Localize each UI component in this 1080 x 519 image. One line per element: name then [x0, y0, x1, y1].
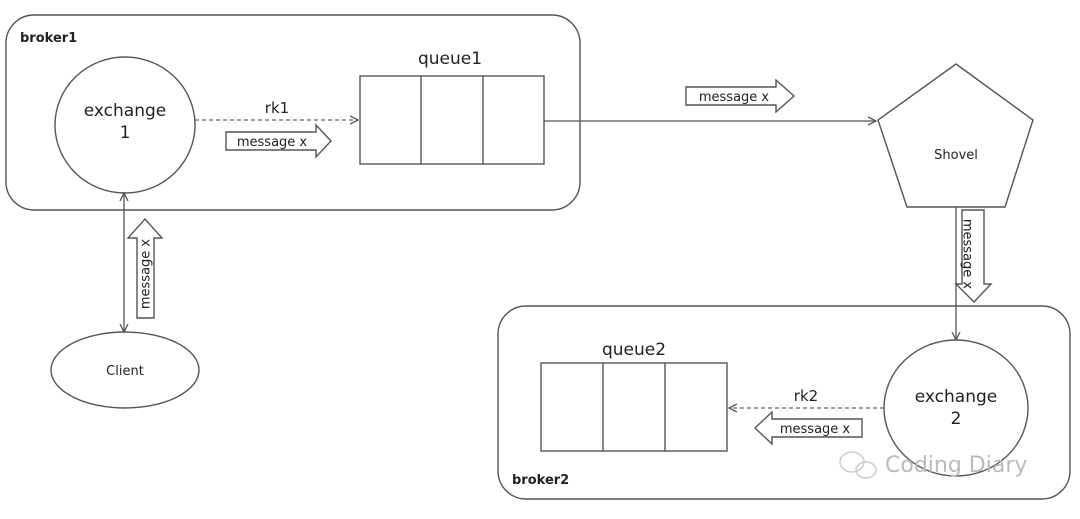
queue1-box — [359, 75, 545, 165]
client-label: Client — [106, 364, 144, 379]
queue2-label: queue2 — [602, 340, 666, 360]
message-arrow-2-label: message x — [699, 90, 770, 105]
exchange1-number: 1 — [120, 123, 131, 143]
watermark: Coding Diary — [839, 451, 1027, 479]
broker1-label: broker1 — [20, 31, 77, 46]
message-arrow-1: message x — [225, 123, 332, 159]
message-arrow-2: message x — [685, 78, 796, 114]
exchange2-label: exchange — [915, 387, 998, 407]
broker1-container — [5, 14, 581, 211]
message-arrow-5: message x — [126, 217, 164, 319]
shovel-label: Shovel — [934, 148, 978, 163]
wechat-icon — [839, 451, 877, 479]
exchange2-number: 2 — [951, 409, 962, 429]
message-arrow-5-label: message x — [139, 239, 154, 310]
routing-key2-label: rk2 — [794, 387, 818, 405]
shovel-node — [877, 63, 1034, 208]
message-arrow-1-label: message x — [237, 135, 308, 150]
exchange1-label: exchange — [84, 101, 167, 121]
message-arrow-3-label: message x — [960, 219, 975, 290]
message-arrow-4: message x — [753, 410, 863, 446]
routing-key1-label: rk1 — [265, 99, 289, 117]
message-arrow-4-label: message x — [780, 422, 851, 437]
queue2-box — [540, 362, 728, 452]
message-arrow-3: message x — [954, 209, 993, 304]
queue1-label: queue1 — [418, 49, 482, 69]
watermark-text: Coding Diary — [885, 453, 1027, 478]
broker2-container — [497, 305, 1071, 500]
broker2-label: broker2 — [512, 473, 569, 488]
